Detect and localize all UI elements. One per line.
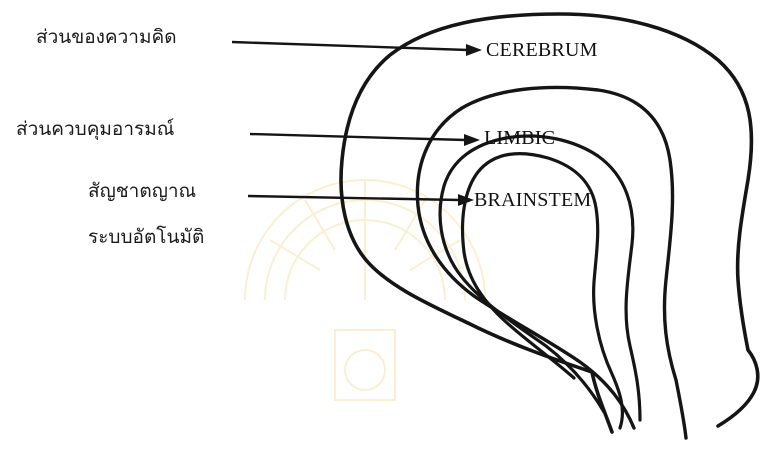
label-autonomic-system: ระบบอัตโนมัติ [88, 228, 204, 247]
cerebrum-outline [341, 14, 758, 432]
label-thinking: ส่วนของความคิด [36, 28, 177, 47]
region-label-cerebrum: CEREBRUM [486, 40, 598, 60]
watermark-seal [245, 180, 485, 400]
label-instinct: สัญชาตญาณ [88, 182, 196, 201]
arrow-limbic [250, 134, 480, 146]
limbic-inner-line [440, 136, 640, 420]
region-label-limbic: LIMBIC [484, 128, 555, 148]
region-label-brainstem: BRAINSTEM [474, 190, 591, 210]
label-emotion-control: ส่วนควบคุมอารมณ์ [16, 120, 174, 139]
arrow-cerebrum [232, 42, 482, 56]
